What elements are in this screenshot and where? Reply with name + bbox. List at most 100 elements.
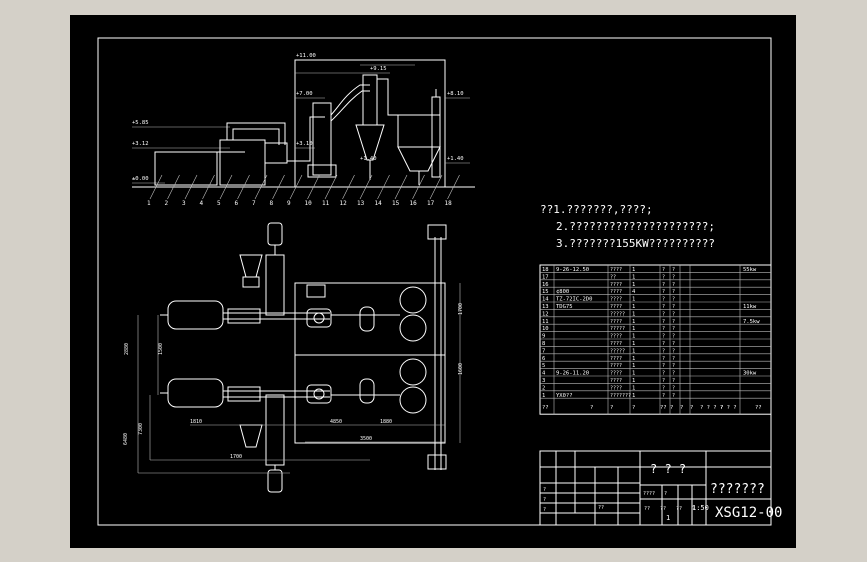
svg-text:?: ?	[662, 334, 665, 340]
svg-text:?: ?	[662, 356, 665, 362]
svg-text:????: ????	[610, 363, 622, 369]
leader-line	[237, 174, 250, 200]
title-block: ? ? ? ??????? XSG12-00 1:50 1 ??????????…	[539, 450, 782, 526]
svg-text:?: ?	[662, 341, 665, 347]
svg-text:11: 11	[542, 319, 549, 325]
titleblock-label: ??	[676, 506, 682, 512]
svg-text:1: 1	[632, 371, 635, 377]
parts-table-header: ??????????? ? ? ?? ? ???	[542, 405, 762, 411]
svg-text:9-26-12.50: 9-26-12.50	[556, 267, 589, 273]
svg-text:?: ?	[662, 371, 665, 377]
parts-table-row: 3????1??	[542, 378, 675, 384]
svg-text:1: 1	[632, 326, 635, 332]
elevation-label: +9.15	[370, 66, 387, 72]
leader-line	[447, 174, 460, 200]
leader-number: 6	[235, 200, 239, 207]
svg-text:?: ?	[672, 319, 675, 325]
svg-text:13: 13	[542, 304, 549, 310]
svg-text:17: 17	[542, 274, 549, 280]
elevation-label: +8.10	[447, 91, 464, 97]
leader-number: 13	[357, 200, 365, 207]
svg-text:TDG75: TDG75	[556, 304, 573, 310]
svg-text:????: ????	[610, 378, 622, 384]
svg-text:????: ????	[610, 319, 622, 325]
svg-text:?: ?	[672, 267, 675, 273]
dimension-label: 6480	[123, 433, 129, 445]
svg-text:? ? ?: ? ? ?	[720, 405, 737, 411]
svg-text:?: ?	[672, 341, 675, 347]
leader-line	[377, 174, 390, 200]
svg-text:?: ?	[662, 363, 665, 369]
leader-number: 18	[445, 200, 453, 207]
leader-line	[324, 174, 338, 200]
svg-text:?: ?	[662, 282, 665, 288]
svg-text:?: ?	[662, 274, 665, 280]
dimension-label: 1700	[458, 303, 464, 315]
leader-number: 16	[410, 200, 418, 207]
svg-text:¢800: ¢800	[556, 289, 569, 295]
elevation-label: +3.10	[296, 141, 313, 147]
note-3: 3.???????155KW??????????	[556, 237, 715, 250]
svg-text:?: ?	[672, 297, 675, 303]
svg-text:11kw: 11kw	[743, 304, 757, 310]
leader-number: 12	[340, 200, 348, 207]
note-1: ??1.???????,????;	[540, 203, 653, 216]
leader-line	[202, 174, 215, 200]
leader-number: 14	[375, 200, 383, 207]
svg-text:?: ?	[672, 356, 675, 362]
svg-text:????: ????	[610, 282, 622, 288]
svg-text:?: ?	[662, 319, 665, 325]
leader-number: 2	[165, 200, 169, 207]
leader-number: 8	[270, 200, 274, 207]
svg-text:?: ?	[672, 326, 675, 332]
svg-text:3: 3	[542, 378, 545, 384]
svg-text:1: 1	[632, 267, 635, 273]
svg-text:10: 10	[542, 326, 549, 332]
elevation-label: ±0.00	[132, 176, 149, 182]
svg-text:7: 7	[542, 348, 545, 354]
parts-table-row: 5????1??	[542, 363, 675, 369]
titleblock-cell: ????	[643, 491, 655, 497]
svg-text:YX0??: YX0??	[556, 393, 573, 399]
svg-text:1: 1	[632, 319, 635, 325]
drawing-title: ???????	[710, 482, 765, 497]
svg-text:?: ?	[610, 405, 613, 411]
svg-text:?: ?	[632, 405, 635, 411]
svg-text:????: ????	[610, 385, 622, 391]
leader-number: 3	[182, 200, 186, 207]
svg-text:????: ????	[610, 341, 622, 347]
svg-text:??: ??	[755, 405, 762, 411]
svg-text:????: ????	[610, 334, 622, 340]
titleblock-cell: ??	[598, 505, 604, 511]
svg-text:?????: ?????	[610, 326, 625, 332]
svg-text:?: ?	[672, 304, 675, 310]
svg-text:4: 4	[542, 371, 546, 377]
parts-table-row: 10????? 1??	[542, 326, 675, 332]
parts-table-row: 7?????1??	[542, 348, 675, 354]
leader-number: 9	[287, 200, 291, 207]
svg-text:?: ?	[672, 274, 675, 280]
svg-text:?: ?	[672, 385, 675, 391]
elevation-label: +1.40	[447, 156, 464, 162]
svg-text:?????: ?????	[610, 348, 625, 354]
leader-number: 1	[147, 200, 151, 207]
elevation-label: +3.12	[132, 141, 149, 147]
svg-text:?: ?	[662, 378, 665, 384]
svg-text:?: ?	[662, 326, 665, 332]
svg-text:????: ????	[610, 267, 622, 273]
svg-text:2: 2	[542, 385, 545, 391]
note-2: 2.?????????????????????;	[556, 220, 715, 233]
scale: 1:50	[692, 504, 709, 512]
svg-text:16: 16	[542, 282, 549, 288]
svg-text:1: 1	[632, 363, 635, 369]
svg-text:1: 1	[542, 393, 545, 399]
svg-text:?: ?	[662, 311, 665, 317]
svg-text:?: ?	[672, 311, 675, 317]
svg-text:1: 1	[632, 297, 635, 303]
